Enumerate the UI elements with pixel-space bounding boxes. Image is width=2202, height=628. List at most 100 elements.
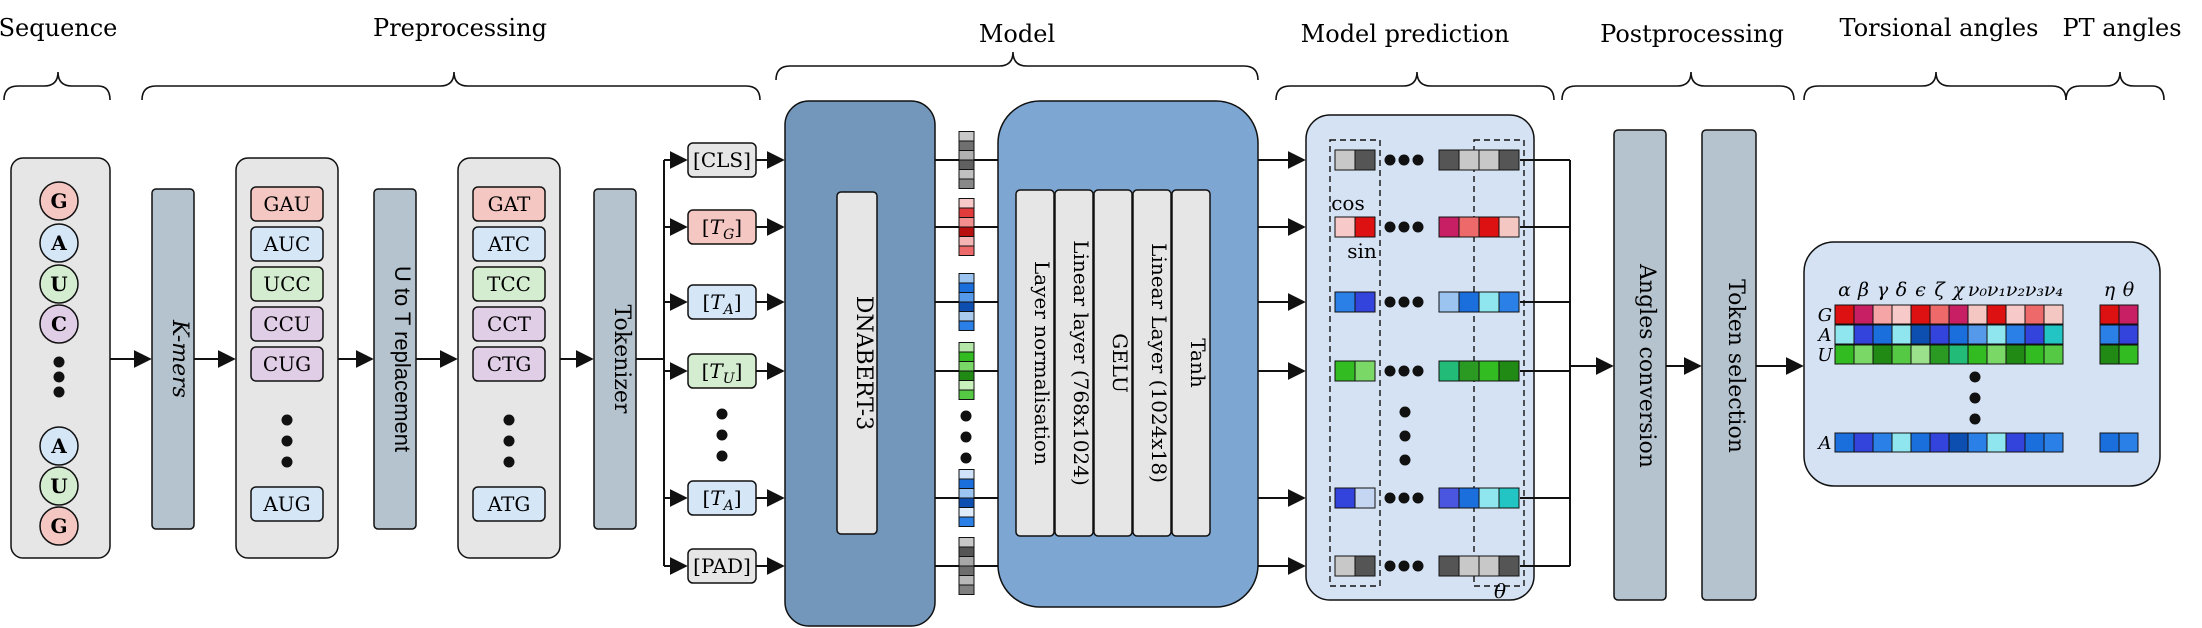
output-pt-cell: [2118, 344, 2139, 365]
embedding-cell: [958, 245, 975, 256]
torsion-symbol: ν₀: [1968, 279, 1988, 301]
output-cell: [2005, 324, 2026, 345]
header-pt-angles: PT angles: [2062, 14, 2181, 42]
sin-label: sin: [1347, 239, 1377, 263]
nucleotide-circle: [39, 426, 79, 466]
prediction-cell: [1498, 487, 1520, 509]
ellipsis-dot: [1412, 365, 1424, 377]
pt-symbol: η: [2104, 279, 2116, 301]
prediction-cell: [1458, 487, 1480, 509]
kmer-box: [250, 346, 324, 382]
ellipsis-dot: [1399, 430, 1411, 442]
ellipsis-dot: [716, 429, 728, 441]
nucleotide-label: C: [51, 312, 67, 336]
output-cell: [1834, 344, 1855, 365]
prediction-cell: [1498, 360, 1520, 382]
token-pad: [PAD]: [687, 548, 757, 584]
output-cell: [1853, 432, 1874, 453]
output-row-label: G: [1818, 305, 1832, 326]
output-cell: [1834, 304, 1855, 325]
prediction-cell: [1438, 291, 1460, 313]
prediction-cell: [1334, 487, 1356, 509]
nucleotide-circle: [39, 181, 79, 221]
output-cell: [1910, 304, 1931, 325]
ellipsis-dot: [281, 435, 293, 447]
output-cell: [1891, 432, 1912, 453]
prediction-cell: [1354, 487, 1376, 509]
prediction-cell: [1438, 487, 1460, 509]
output-cell: [2043, 324, 2064, 345]
header-preprocessing: Preprocessing: [373, 14, 547, 42]
torsion-symbol: ν₃: [2025, 279, 2044, 301]
embedding-cell: [958, 273, 975, 284]
ellipsis-dot: [960, 431, 972, 443]
prediction-cell: [1354, 149, 1376, 171]
token-ta2-label: T: [710, 486, 725, 510]
output-cell: [2024, 324, 2045, 345]
svg-text:[TG]: [TG]: [702, 215, 742, 243]
embedding-cell: [958, 469, 975, 480]
prediction-cell: [1478, 360, 1500, 382]
kmers-label: K-mers: [167, 319, 192, 398]
token-tu: [TU]: [687, 353, 757, 389]
header-model: Model: [979, 20, 1055, 48]
embedding-cell: [958, 537, 975, 548]
output-cell: [1986, 304, 2007, 325]
kmer-label: AUC: [263, 232, 311, 256]
brace-preprocessing: [141, 71, 761, 101]
token-pad-label: [PAD]: [693, 554, 751, 578]
output-row-label: A: [1817, 433, 1832, 454]
embedding-cell: [958, 556, 975, 567]
prediction-cell: [1458, 360, 1480, 382]
ellipsis-dot: [1969, 371, 1981, 383]
embedding-cell: [958, 370, 975, 381]
embedding-cell: [958, 282, 975, 293]
torsion-symbol: δ: [1896, 279, 1907, 301]
header-torsional-angles: Torsional angles: [1840, 14, 2039, 42]
ellipsis-dot: [1412, 296, 1424, 308]
prediction-cell: [1334, 291, 1356, 313]
embedding-cell: [958, 507, 975, 518]
torsion-symbol: ϵ: [1915, 279, 1926, 301]
ellipsis-dot: [503, 414, 515, 426]
prediction-cell: [1354, 555, 1376, 577]
head-layer-box: [1171, 189, 1211, 537]
prediction-cell: [1354, 216, 1376, 238]
ellipsis-dot: [1412, 560, 1424, 572]
output-pt-cell: [2118, 304, 2139, 325]
cos-label: cos: [1331, 191, 1365, 215]
embedding-cell: [958, 478, 975, 489]
torsion-symbol: χ: [1951, 279, 1966, 301]
kmer-box: [250, 226, 324, 262]
output-pt-cell: [2099, 432, 2120, 453]
brace-sequence: [3, 71, 111, 101]
embedding-cell: [958, 380, 975, 391]
prediction-cell: [1334, 149, 1356, 171]
token-ta-sub: A: [722, 302, 734, 318]
torsion-symbol: α: [1838, 279, 1851, 301]
ellipsis-dot: [1384, 492, 1396, 504]
angles-conversion-bar: [1613, 129, 1667, 601]
ellipsis-dot: [1384, 221, 1396, 233]
pt-symbol: θ: [2123, 279, 2135, 301]
prediction-cell: [1498, 555, 1520, 577]
prediction-cell: [1438, 149, 1460, 171]
kmer-box: [250, 306, 324, 342]
embedding-cell: [958, 301, 975, 312]
output-cell: [1967, 304, 1988, 325]
kmer-label: ATG: [487, 492, 531, 516]
ellipsis-dot: [716, 408, 728, 420]
kmer-label: CTG: [487, 352, 532, 376]
nucleotide-label: A: [50, 434, 67, 458]
ellipsis-dot: [1412, 221, 1424, 233]
output-pt-cell: [2118, 432, 2139, 453]
prediction-cell: [1438, 360, 1460, 382]
output-row-label: A: [1817, 325, 1832, 346]
head-layer-label: Linear layer (768x1024): [1069, 240, 1093, 486]
ellipsis-dot: [1384, 154, 1396, 166]
ellipsis-dot: [1399, 406, 1411, 418]
prediction-cell: [1458, 555, 1480, 577]
output-cell: [1853, 324, 1874, 345]
embedding-cell: [958, 320, 975, 331]
embedding-cell: [958, 546, 975, 557]
